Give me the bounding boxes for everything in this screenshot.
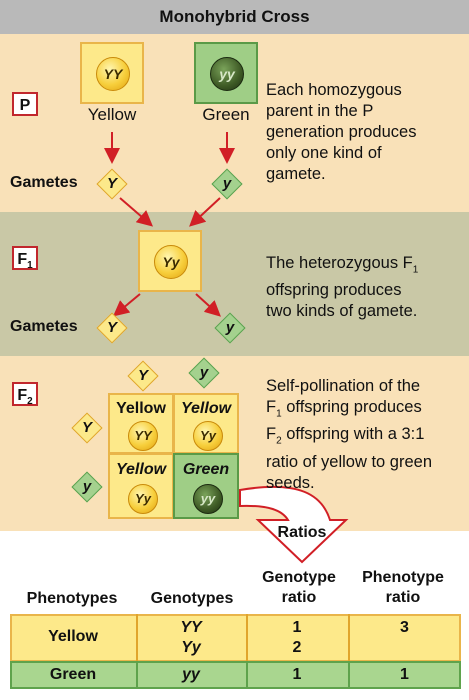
table-row-green [10,661,461,689]
f2-top-gamete-2: y [188,357,220,389]
punnett-cell: Yellow Yy [108,453,174,519]
f2-top-gamete-1: Y [127,360,159,392]
yellow-pea-icon: Yy [154,245,188,279]
green-parent-box: yy [194,42,258,104]
f2-desc-line: seeds. [266,473,315,492]
header-phenotypes: Phenotypes [26,590,118,607]
green-parent-label: Green [202,105,250,124]
f2-desc-line: F1 offspring produces [266,398,422,420]
yellow-pea-icon: YY [128,421,158,451]
p-description: Each homozygous parent in the P generati… [266,80,466,185]
punnett-phenotype: Yellow [180,400,232,417]
yellow-pea-icon: Yy [128,484,158,514]
red-arrow-icon [189,197,221,227]
p-desc-line: parent in the P [266,102,374,120]
table-divider [348,661,350,689]
green-pea-icon: yy [210,57,244,91]
punnett-phenotype: Yellow [116,400,166,417]
cell-genotype-ratio-yellow: 1 2 [292,619,302,656]
yellow-pea-icon: YY [96,57,130,91]
p-gamete-green: y [211,168,243,200]
table-divider [136,614,138,662]
punnett-phenotype: Green [182,461,230,478]
table-divider [246,661,248,689]
red-arrow-icon [112,293,141,317]
cell-genotypes-yellow: YY Yy [180,619,202,656]
green-pea-icon: yy [193,484,223,514]
table-divider [348,614,350,662]
f2-generation-label: F2 [12,382,38,407]
f1-desc-line: The heterozygous F1 [266,254,419,276]
f1-generation-label: F1 [12,246,38,271]
f1-offspring-box: Yy [138,230,202,292]
f1-gamete-2: y [214,312,246,344]
p-desc-line: generation produces [266,123,417,141]
table-row-yellow [10,614,461,662]
f2-desc-line: ratio of yellow to green [266,452,433,471]
f2-desc-line: F2 offspring with a 3:1 [266,425,425,447]
cell-genotypes-green: yy [182,666,200,683]
punnett-cell: Green yy [173,453,239,519]
cell-genotype-ratio-green: 1 [292,666,302,683]
cell-phenotype-ratio-yellow: 3 [400,619,409,636]
f1-desc-line: two kinds of gamete. [266,302,418,321]
cell-phenotype-ratio-green: 1 [400,666,409,683]
yellow-pea-icon: Yy [193,421,223,451]
p-desc-line: gamete. [266,165,326,183]
header-genotypes: Genotypes [150,590,234,607]
punnett-cell: Yellow Yy [173,393,239,454]
red-arrow-icon [119,197,154,227]
f2-desc-line: Self-pollination of the [266,377,421,395]
header-phenotype-ratio: Phenotype ratio [362,569,444,606]
table-divider [246,614,248,662]
f1-description: The heterozygous F1 offspring produces t… [266,253,466,322]
p-desc-line: only one kind of [266,144,382,162]
ratios-arrow-icon [239,485,349,564]
yellow-parent-label: Yellow [87,105,137,124]
punnett-cell: Yellow YY [108,393,174,454]
p-gamete-yellow: Y [96,168,128,200]
cell-phenotype-yellow: Yellow [48,628,98,645]
table-divider [136,661,138,689]
f1-desc-line: offspring produces [266,281,402,300]
yellow-parent-box: YY [80,42,144,104]
f2-side-gamete-2: y [71,471,103,503]
diagram-title: Monohybrid Cross [0,0,469,34]
f1-gamete-1: Y [96,312,128,344]
ratios-label: Ratios [277,524,327,541]
red-arrow-icon [195,293,221,317]
p-desc-line: Each homozygous [266,81,402,99]
f2-side-gamete-1: Y [71,412,103,444]
header-genotype-ratio: Genotype ratio [262,569,336,606]
punnett-phenotype: Yellow [115,461,167,478]
p-generation-label: P [12,92,38,116]
cell-phenotype-green: Green [49,666,97,683]
p-gametes-label: Gametes [10,174,78,191]
f1-gametes-label: Gametes [10,318,78,335]
f2-description: Self-pollination of the F1 offspring pro… [266,376,466,494]
